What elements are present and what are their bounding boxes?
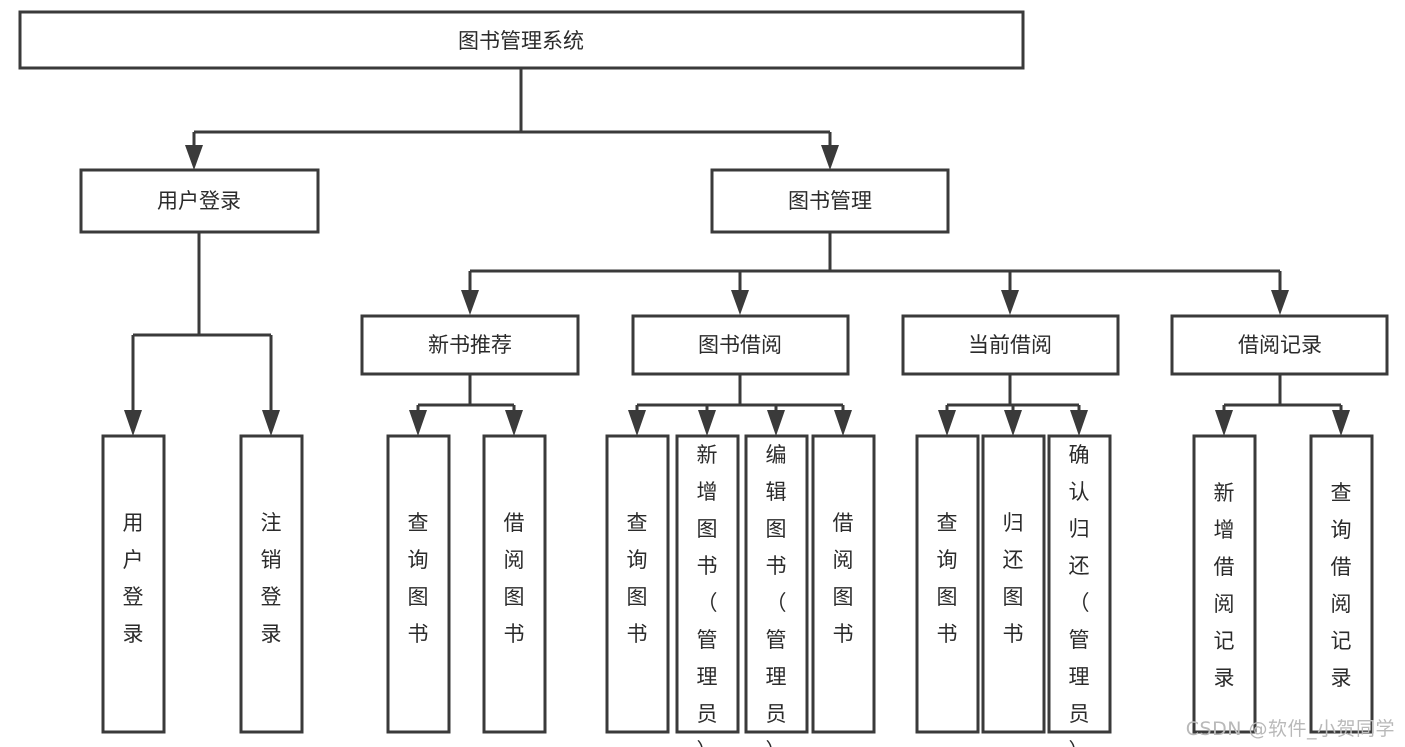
leaf-node-borrow-add-book[interactable]: 新增图书（管理员） <box>675 434 740 747</box>
leaf-node-user-login-signin[interactable]: 用户登录 <box>101 434 166 734</box>
arrow-head-current-borrow-leaf-0 <box>938 410 956 436</box>
leaf-box-borrow-borrow-book[interactable] <box>811 434 876 734</box>
arrow-head-book-borrow-leaf-0 <box>628 410 646 436</box>
leaf-box-borrow-add-book[interactable] <box>675 434 740 734</box>
arrow-head-new-book-leaf-0 <box>409 410 427 436</box>
arrow-head-book-borrow-leaf-1 <box>698 410 716 436</box>
node-new-book-recommendation[interactable]: 新书推荐 <box>360 314 580 376</box>
leaf-box-user-login-signout[interactable] <box>239 434 304 734</box>
leaf-node-records-query[interactable]: 查询借阅记录 <box>1309 434 1374 734</box>
leaf-label-borrow-borrow-book: 借阅图书 <box>833 511 854 646</box>
leaf-box-current-query[interactable] <box>915 434 980 734</box>
leaf-label-borrow-edit-book: 编辑图书（管理员） <box>766 443 787 747</box>
leaf-node-current-query[interactable]: 查询图书 <box>915 434 980 734</box>
leaf-label-current-confirm-return: 确认归还（管理员） <box>1069 443 1090 747</box>
arrow-head-user-login-leaf-1 <box>262 410 280 436</box>
node-borrow-records-label: 借阅记录 <box>1238 333 1322 357</box>
arrow-head-new-book-leaf-1 <box>505 410 523 436</box>
leaf-box-user-login-signin[interactable] <box>101 434 166 734</box>
arrow-head-user-login-leaf-0 <box>124 410 142 436</box>
leaf-label-current-return: 归还图书 <box>1003 511 1024 646</box>
leaf-node-borrow-query[interactable]: 查询图书 <box>605 434 670 734</box>
arrow-head-current-borrow <box>1001 290 1019 315</box>
leaf-label-current-query: 查询图书 <box>937 511 958 646</box>
arrow-head-new-book <box>461 290 479 315</box>
leaf-node-current-return[interactable]: 归还图书 <box>981 434 1046 734</box>
node-user-login-box[interactable] <box>79 168 320 234</box>
node-borrow-records-box[interactable] <box>1170 314 1389 376</box>
arrow-head-current-borrow-leaf-2 <box>1070 410 1088 436</box>
arrow-head-book-borrow-leaf-3 <box>834 410 852 436</box>
leaf-label-user-login-signin: 用户登录 <box>123 511 144 646</box>
leaf-label-new-book-borrow: 借阅图书 <box>504 511 525 646</box>
arrow-head-book-borrow <box>731 290 749 315</box>
arrow-head-book-mgmt <box>821 145 839 170</box>
leaf-node-new-book-query[interactable]: 查询图书 <box>386 434 451 734</box>
arrow-head-current-borrow-leaf-1 <box>1004 410 1022 436</box>
leaf-node-current-confirm-return[interactable]: 确认归还（管理员） <box>1047 434 1112 747</box>
csdn-watermark: CSDN @软件_小贺同学 <box>1185 718 1395 740</box>
leaf-label-records-query: 查询借阅记录 <box>1331 481 1352 690</box>
leaf-node-new-book-borrow[interactable]: 借阅图书 <box>482 434 547 734</box>
node-book-management[interactable]: 图书管理 <box>710 168 950 234</box>
node-book-management-label: 图书管理 <box>788 189 872 213</box>
node-current-borrow[interactable]: 当前借阅 <box>901 314 1120 376</box>
node-book-borrow-box[interactable] <box>631 314 850 376</box>
leaf-node-user-login-signout[interactable]: 注销登录 <box>239 434 304 734</box>
arrow-head-book-borrow-leaf-2 <box>767 410 785 436</box>
leaf-box-borrow-query[interactable] <box>605 434 670 734</box>
leaf-box-new-book-borrow[interactable] <box>482 434 547 734</box>
leaf-label-new-book-query: 查询图书 <box>408 511 429 646</box>
leaf-box-current-confirm-return[interactable] <box>1047 434 1112 734</box>
leaf-node-records-add[interactable]: 新增借阅记录 <box>1192 434 1257 734</box>
connector-layer <box>124 68 1350 436</box>
node-book-borrow-label: 图书借阅 <box>698 333 782 357</box>
node-new-book-recommendation-box[interactable] <box>360 314 580 376</box>
arrow-head-borrow-records-leaf-0 <box>1215 410 1233 436</box>
node-borrow-records[interactable]: 借阅记录 <box>1170 314 1389 376</box>
node-book-management-box[interactable] <box>710 168 950 234</box>
node-current-borrow-box[interactable] <box>901 314 1120 376</box>
leaf-box-records-query[interactable] <box>1309 434 1374 734</box>
arrow-head-borrow-records-leaf-1 <box>1332 410 1350 436</box>
leaf-box-records-add[interactable] <box>1192 434 1257 734</box>
leaf-label-records-add: 新增借阅记录 <box>1214 481 1235 690</box>
node-root-box[interactable] <box>18 10 1025 70</box>
node-user-login-label: 用户登录 <box>157 189 241 213</box>
leaf-label-user-login-signout: 注销登录 <box>261 511 282 646</box>
node-root-label: 图书管理系统 <box>458 29 584 53</box>
leaf-box-current-return[interactable] <box>981 434 1046 734</box>
node-current-borrow-label: 当前借阅 <box>968 333 1052 357</box>
node-new-book-recommendation-label: 新书推荐 <box>428 333 512 357</box>
leaf-node-borrow-borrow-book[interactable]: 借阅图书 <box>811 434 876 734</box>
leaf-label-borrow-add-book: 新增图书（管理员） <box>697 443 718 747</box>
node-book-borrow[interactable]: 图书借阅 <box>631 314 850 376</box>
arrow-head-user-login <box>185 145 203 170</box>
leaf-label-borrow-query: 查询图书 <box>627 511 648 646</box>
node-user-login[interactable]: 用户登录 <box>79 168 320 234</box>
leaf-box-borrow-edit-book[interactable] <box>744 434 809 734</box>
node-root-book-management-system[interactable]: 图书管理系统 <box>18 10 1025 70</box>
arrow-head-borrow-records <box>1271 290 1289 315</box>
leaf-box-new-book-query[interactable] <box>386 434 451 734</box>
leaf-node-borrow-edit-book[interactable]: 编辑图书（管理员） <box>744 434 809 747</box>
